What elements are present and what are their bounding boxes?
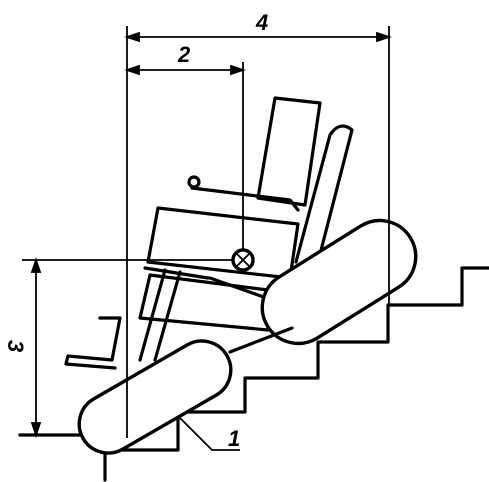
chassis-strut [208,276,274,302]
seat-frame [146,206,300,280]
armrest-knob [187,175,201,189]
lower-track [77,339,233,455]
track-link [228,326,294,354]
backrest [256,96,322,207]
upper-track [260,218,418,346]
legrest [138,266,210,362]
dimension-2-label: 2 [177,42,191,67]
armrest [190,186,300,212]
chassis [138,273,270,332]
footrest [64,316,122,370]
push-handle [294,124,354,264]
staircase [103,266,489,482]
dimension-3-label: 3 [3,340,28,352]
leader-1 [179,417,240,451]
dimension-4-label: 4 [255,10,268,35]
leader-1-label: 1 [228,426,240,451]
